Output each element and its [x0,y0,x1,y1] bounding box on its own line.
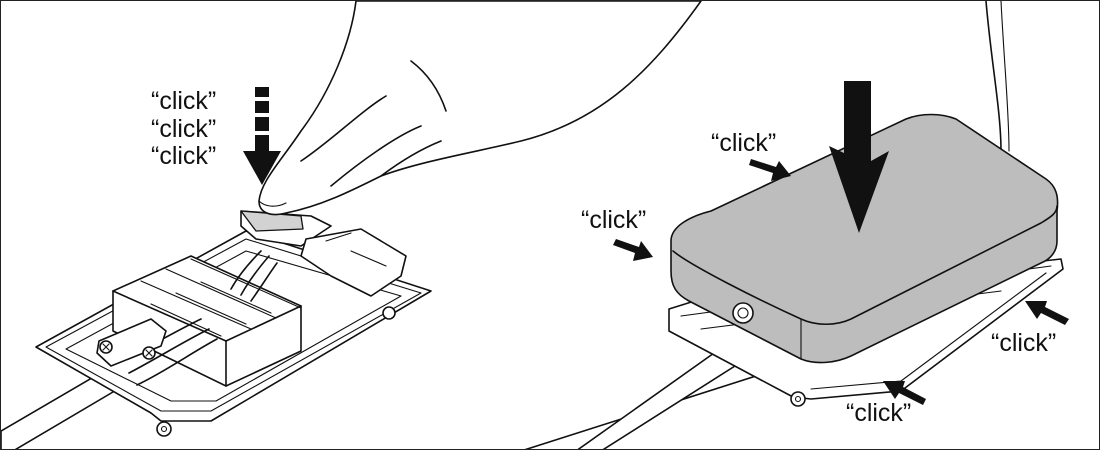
click-label-top: “click” [711,129,777,157]
click-label-left-2: “click” [151,115,217,143]
mounting-lug [790,391,806,407]
strain-relief [96,318,167,367]
snap-clip-2 [300,228,407,297]
cable-entry [732,302,754,324]
wago-connectors [112,255,302,387]
click-label-left-3: “click” [151,142,217,170]
right-closed-junction-box [577,81,1069,449]
hand [258,1,702,216]
cable-upright [985,1,1002,152]
click-arrow-top [749,159,791,181]
big-down-arrow [829,81,889,233]
mounting-lug [156,421,172,437]
click-label-side: “click” [991,329,1057,357]
click-arrow-bottom [883,381,926,405]
click-arrow-left [613,239,653,261]
click-label-left-1: “click” [151,87,217,115]
left-open-junction-box [1,1,702,449]
click-label-bottom: “click” [846,399,912,427]
striped-down-arrow [243,87,281,185]
click-label-left: “click” [581,206,647,234]
junction-box-cover [670,113,1059,364]
click-arrow-side [1025,301,1069,325]
